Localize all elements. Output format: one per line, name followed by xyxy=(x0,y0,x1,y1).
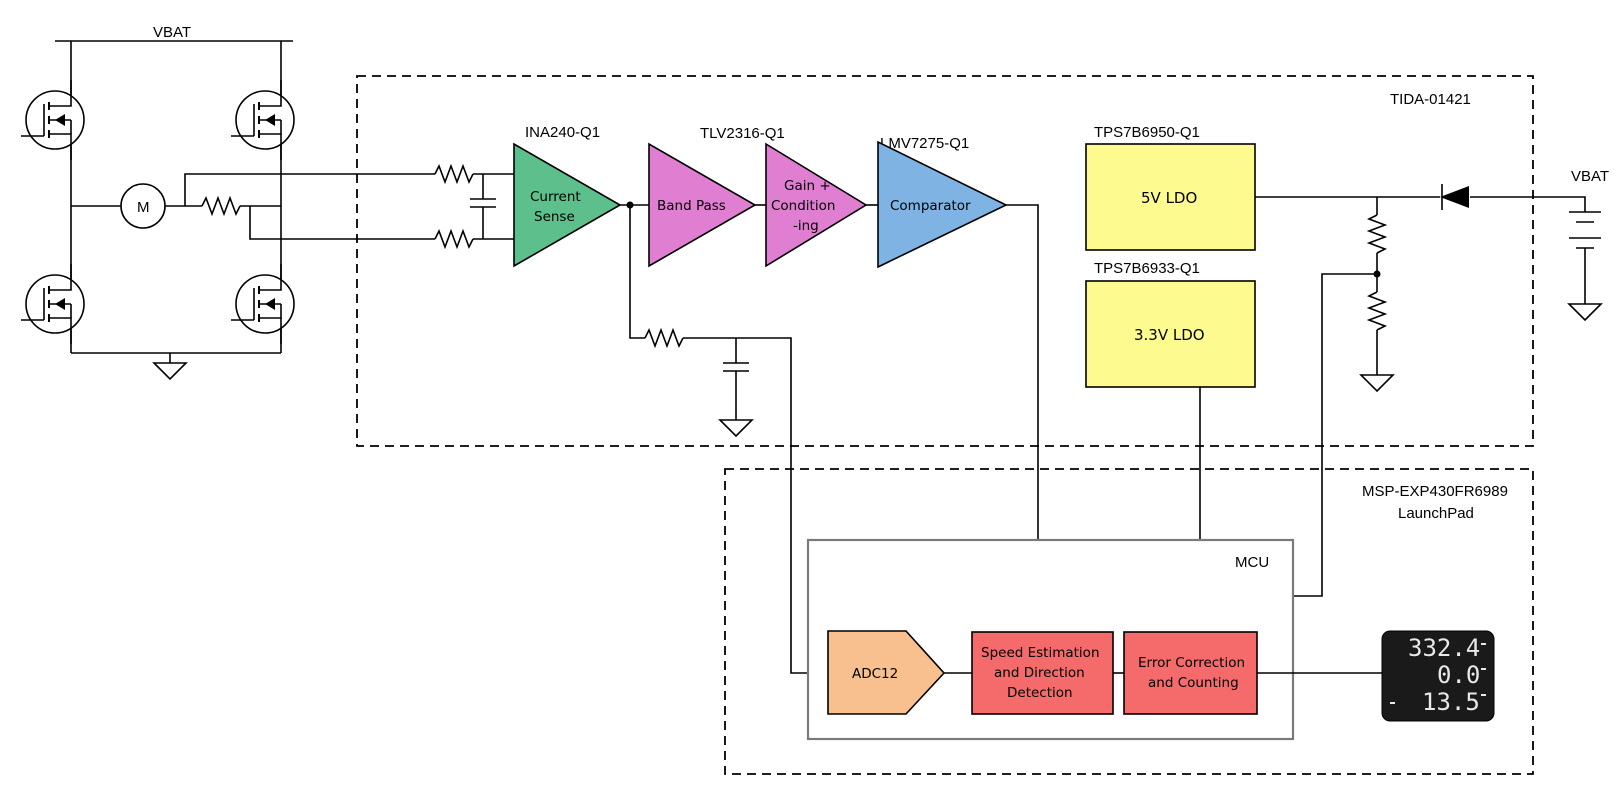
launchpad-label-line2: LaunchPad xyxy=(1398,505,1474,522)
svg-text:and Direction: and Direction xyxy=(994,665,1085,681)
error-correction-block: Error Correction and Counting xyxy=(1123,631,1258,715)
launchpad-boundary xyxy=(724,468,1534,775)
svg-text:Sense: Sense xyxy=(534,209,575,225)
svg-text:Current: Current xyxy=(530,189,581,205)
ldo-5v: TPS7B6950-Q1 5V LDO xyxy=(1085,124,1256,251)
tida-board-boundary xyxy=(356,75,1534,447)
svg-text:and Counting: and Counting xyxy=(1148,675,1239,691)
mcu-label: MCU xyxy=(1235,554,1269,571)
band-pass-filter: TLV2316-Q1 Band Pass xyxy=(648,125,785,268)
tida-board-label: TIDA-01421 xyxy=(1390,91,1471,108)
battery-icon xyxy=(1569,211,1601,294)
svg-text:ADC12: ADC12 xyxy=(852,666,898,682)
gain-conditioning-amplifier: Gain + Condition -ing xyxy=(765,142,868,268)
capacitor-icon xyxy=(723,338,749,410)
resistor-icon xyxy=(434,163,474,185)
svg-text:Band Pass: Band Pass xyxy=(657,198,726,214)
display-row3: 13.5 xyxy=(1422,688,1480,716)
ground-icon xyxy=(1360,364,1394,392)
current-sense-amplifier: INA240-Q1 Current Sense xyxy=(513,124,622,268)
lcd-display-icon: 332.4 0.0 13.5 xyxy=(1381,630,1495,722)
capacitor-icon xyxy=(470,174,496,239)
speed-estimation-block: Speed Estimation and Direction Detection xyxy=(971,631,1114,715)
diode-icon xyxy=(1440,184,1469,210)
svg-text:-ing: -ing xyxy=(793,218,819,234)
ground-icon xyxy=(719,409,753,437)
ldo-3v3: TPS7B6933-Q1 3.3V LDO xyxy=(1085,260,1256,388)
resistor-icon xyxy=(1366,214,1388,254)
resistor-icon xyxy=(644,327,684,349)
display-row2: 0.0 xyxy=(1437,661,1480,689)
ldo5-part-label: TPS7B6950-Q1 xyxy=(1094,124,1200,141)
svg-text:Gain +: Gain + xyxy=(784,178,831,194)
svg-text:5V LDO: 5V LDO xyxy=(1141,189,1197,207)
ground-icon xyxy=(153,352,187,380)
mosfet-icon xyxy=(230,79,295,161)
svg-text:Error Correction: Error Correction xyxy=(1138,655,1245,671)
svg-text:Speed Estimation: Speed Estimation xyxy=(981,645,1100,661)
svg-text:M: M xyxy=(137,199,150,216)
current-sense-triangle xyxy=(513,142,622,268)
resistor-icon xyxy=(434,228,474,250)
svg-text:Comparator: Comparator xyxy=(890,198,971,214)
ground-icon xyxy=(1568,293,1602,321)
vbat-right-label: VBAT xyxy=(1571,168,1609,185)
mosfet-icon xyxy=(20,263,85,345)
adc12-block: ADC12 xyxy=(827,630,946,715)
tlv2316-part-label: TLV2316-Q1 xyxy=(700,125,785,142)
launchpad-label-line1: MSP-EXP430FR6989 xyxy=(1362,483,1508,500)
motor-icon: M xyxy=(120,183,166,229)
h-bridge: VBAT M xyxy=(20,24,295,380)
resistor-icon xyxy=(201,195,241,217)
ina240-part-label: INA240-Q1 xyxy=(525,124,600,141)
svg-text:Condition: Condition xyxy=(771,198,835,214)
mosfet-icon xyxy=(230,263,295,345)
svg-text:Detection: Detection xyxy=(1007,685,1073,701)
lmv7275-part-label: LMV7275-Q1 xyxy=(880,135,969,152)
svg-text:3.3V LDO: 3.3V LDO xyxy=(1134,326,1205,344)
vbat-top-label: VBAT xyxy=(153,24,191,41)
mosfet-icon xyxy=(20,79,85,161)
comparator: LMV7275-Q1 Comparator xyxy=(877,135,1008,269)
ldo33-part-label: TPS7B6933-Q1 xyxy=(1094,260,1200,277)
resistor-icon xyxy=(1366,291,1388,331)
display-row1: 332.4 xyxy=(1408,634,1480,662)
